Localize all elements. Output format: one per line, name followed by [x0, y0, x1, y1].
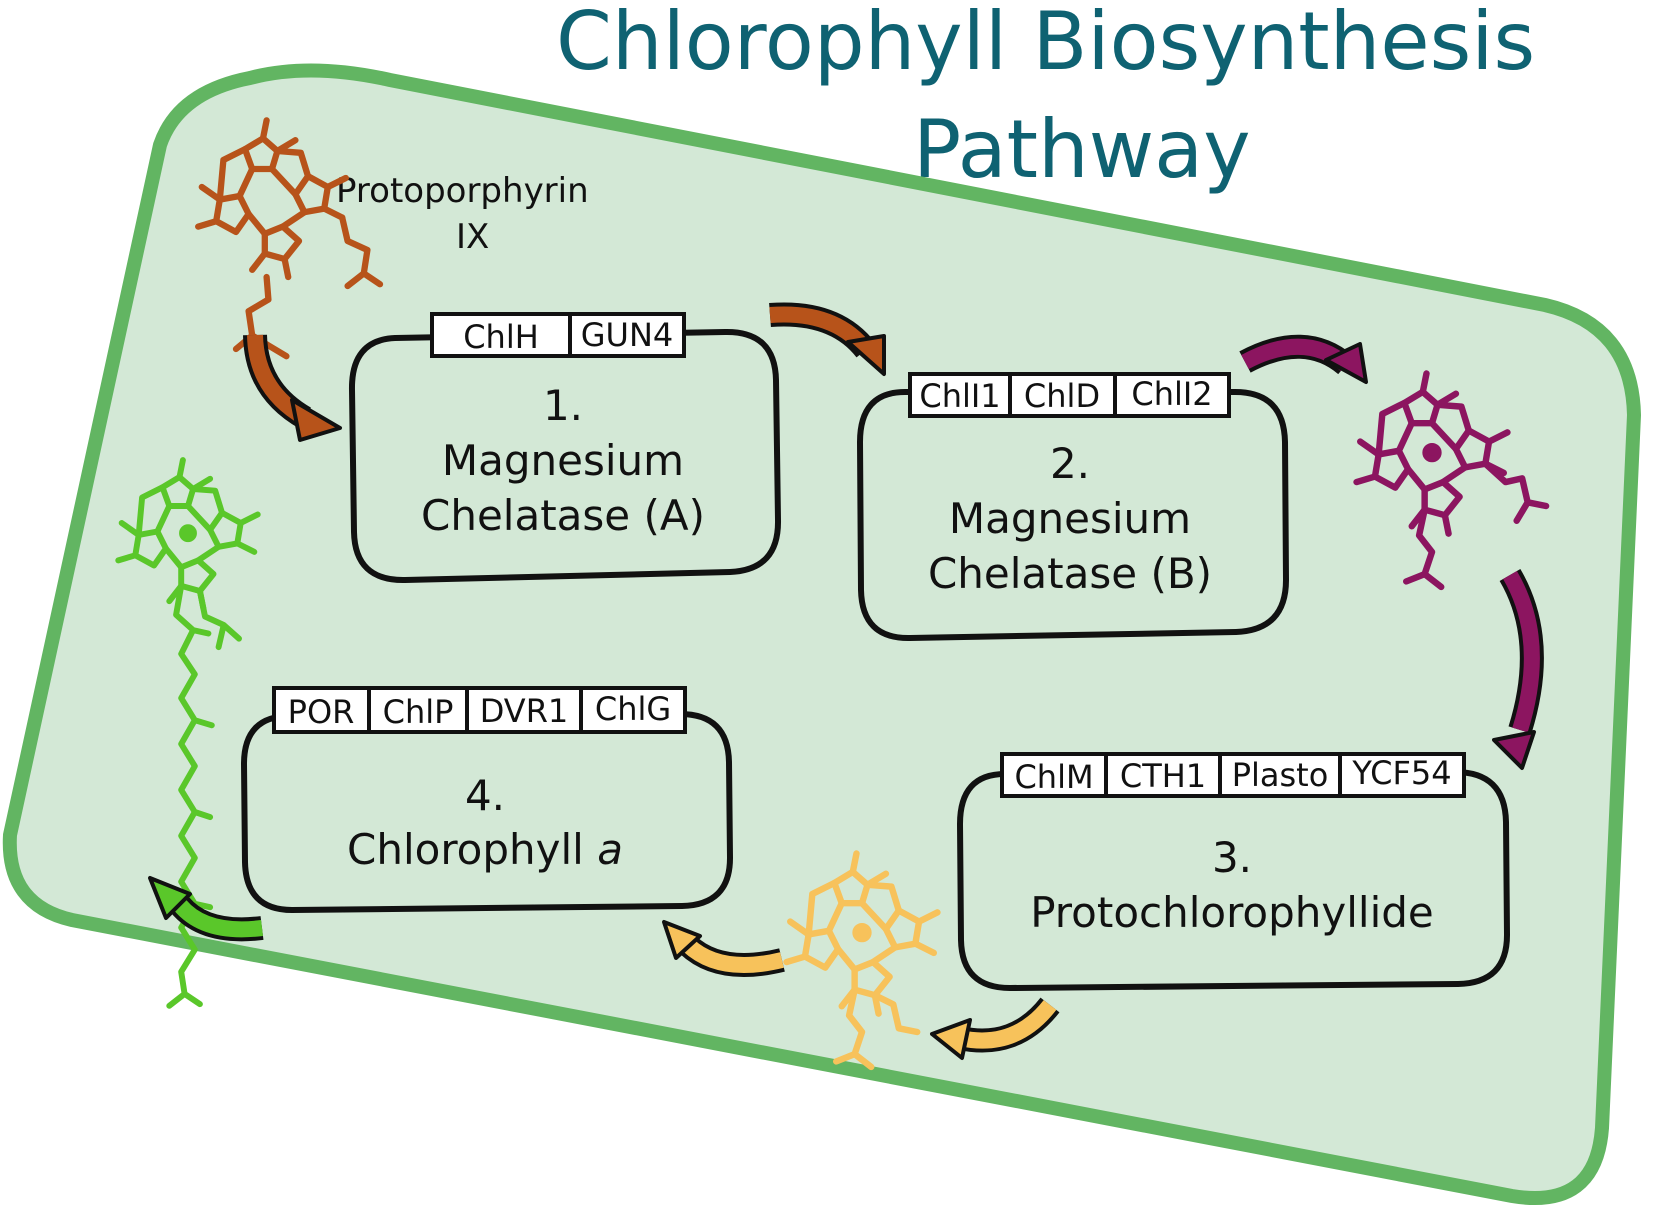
arrow-mg-protoporphyrin-to-step3 — [1492, 568, 1544, 770]
protoporphyrin-molecule — [198, 120, 384, 360]
step-2-enzymes: ChlI1 ChlD ChlI2 — [908, 372, 1231, 418]
step-4-line1: Chlorophyll a — [347, 825, 623, 874]
arrow-protochlorophyllide-to-step4 — [662, 920, 785, 977]
arrow-step1-to-step2 — [769, 302, 886, 376]
enzyme-dvr1: DVR1 — [480, 692, 569, 730]
step-3-box: 3. Protochlorophyllide — [956, 768, 1511, 992]
enzyme-chlm: ChlM — [1014, 758, 1093, 796]
mg-protoporphyrin-molecule — [1357, 374, 1550, 591]
step-2-line1: Magnesium — [949, 494, 1191, 543]
enzyme-por: POR — [288, 693, 355, 731]
enzyme-gun4: GUN4 — [581, 316, 674, 354]
arrow-step4-to-chlorophyll — [148, 876, 264, 942]
title-line-1: Chlorophyll Biosynthesis — [556, 0, 1536, 88]
step-4-enzymes: POR ChlP DVR1 ChlG — [272, 686, 687, 734]
step-3-number: 3. — [1212, 833, 1252, 882]
enzyme-chli2: ChlI2 — [1131, 375, 1212, 413]
enzyme-cth1: CTH1 — [1120, 757, 1206, 795]
arrow-step3-to-protochlorophyllide — [930, 997, 1060, 1060]
enzyme-chlg: ChlG — [595, 690, 671, 728]
protoporphyrin-label-line1: Protoporphyrin — [336, 171, 589, 211]
title-line-2: Pathway — [913, 103, 1251, 196]
protochlorophyllide-molecule — [787, 854, 938, 1071]
enzyme-chlh: ChlH — [463, 318, 539, 356]
step-2-number: 2. — [1050, 439, 1090, 488]
step-1-line1: Magnesium — [442, 436, 684, 485]
enzyme-plasto: Plasto — [1232, 756, 1329, 794]
step-4-line2-italic: a — [597, 825, 623, 874]
enzyme-chlp: ChlP — [383, 693, 454, 731]
step-3-line1: Protochlorophyllide — [1030, 888, 1434, 937]
step-3-enzymes: ChlM CTH1 Plasto YCF54 — [1000, 752, 1466, 798]
step-4-number: 4. — [465, 771, 505, 820]
step-2-line2: Chelatase (B) — [928, 549, 1212, 598]
step-1-number: 1. — [543, 381, 583, 430]
enzyme-chld: ChlD — [1024, 377, 1100, 415]
protoporphyrin-label-line2: IX — [456, 217, 489, 257]
step-4-box: 4. Chlorophyll a — [240, 710, 734, 914]
step-4-line1-text: Chlorophyll — [347, 825, 584, 874]
step-1-line2: Chelatase (A) — [421, 491, 705, 540]
arrow-step2-to-mg-protoporphyrin — [1239, 334, 1368, 384]
step-1-enzymes: ChlH GUN4 — [430, 312, 686, 358]
step-2-box: 2. Magnesium Chelatase (B) — [856, 389, 1290, 642]
arrow-protoporphyrin-to-step1 — [243, 334, 342, 442]
chlorophyll-molecule — [118, 460, 257, 1009]
enzyme-ycf54: YCF54 — [1351, 754, 1451, 792]
step-1-box: 1. Magnesium Chelatase (A) — [348, 328, 782, 584]
cell-outline — [2, 63, 1642, 1206]
enzyme-chli1: ChlI1 — [919, 377, 1000, 415]
